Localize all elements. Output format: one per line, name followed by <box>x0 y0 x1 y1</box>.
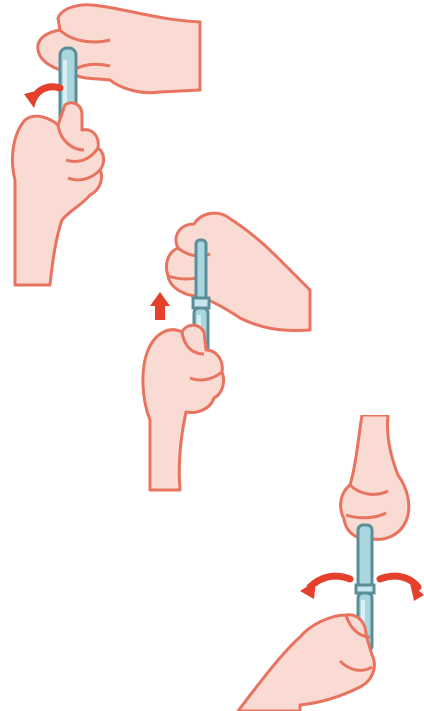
pull-up-arrow-icon <box>150 292 170 320</box>
rotate-counterclockwise-arrow-icon <box>24 87 60 108</box>
lower-hand-icon <box>238 615 374 711</box>
upper-hand-icon <box>166 213 310 330</box>
upper-hand-icon <box>341 415 409 539</box>
step-3-svg <box>0 415 424 711</box>
step-3-illustration <box>0 415 424 711</box>
